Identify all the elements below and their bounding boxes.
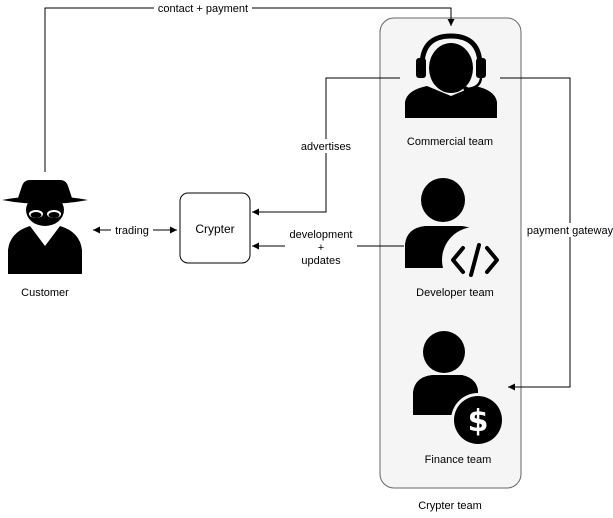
customer-label: Customer xyxy=(21,287,69,299)
developer-person-icon[interactable] xyxy=(405,178,508,293)
commercial-team-label: Commercial team xyxy=(407,136,493,148)
edge-label-payment-gateway: payment gateway xyxy=(527,225,613,237)
edge-label-updates: updates xyxy=(301,255,341,267)
dollar-icon: $ xyxy=(468,404,489,439)
crypter-team-label: Crypter team xyxy=(418,500,482,512)
headset-person-icon[interactable] xyxy=(405,33,497,118)
spy-sunglasses xyxy=(29,210,61,218)
edge-label-advertises: advertises xyxy=(301,141,352,153)
finance-person-icon[interactable] xyxy=(413,331,505,447)
edge-label-contact-payment: contact + payment xyxy=(158,3,248,15)
developer-team-label: Developer team xyxy=(416,287,494,299)
edge-label-plus: + xyxy=(318,242,324,254)
finance-team-label: Finance team xyxy=(425,454,492,466)
edge-label-development: development xyxy=(290,229,353,241)
crypter-node[interactable] xyxy=(179,192,251,264)
crypter-label: Crypter xyxy=(195,222,234,236)
edge-label-trading: trading xyxy=(115,225,149,237)
spy-icon[interactable] xyxy=(2,180,88,274)
